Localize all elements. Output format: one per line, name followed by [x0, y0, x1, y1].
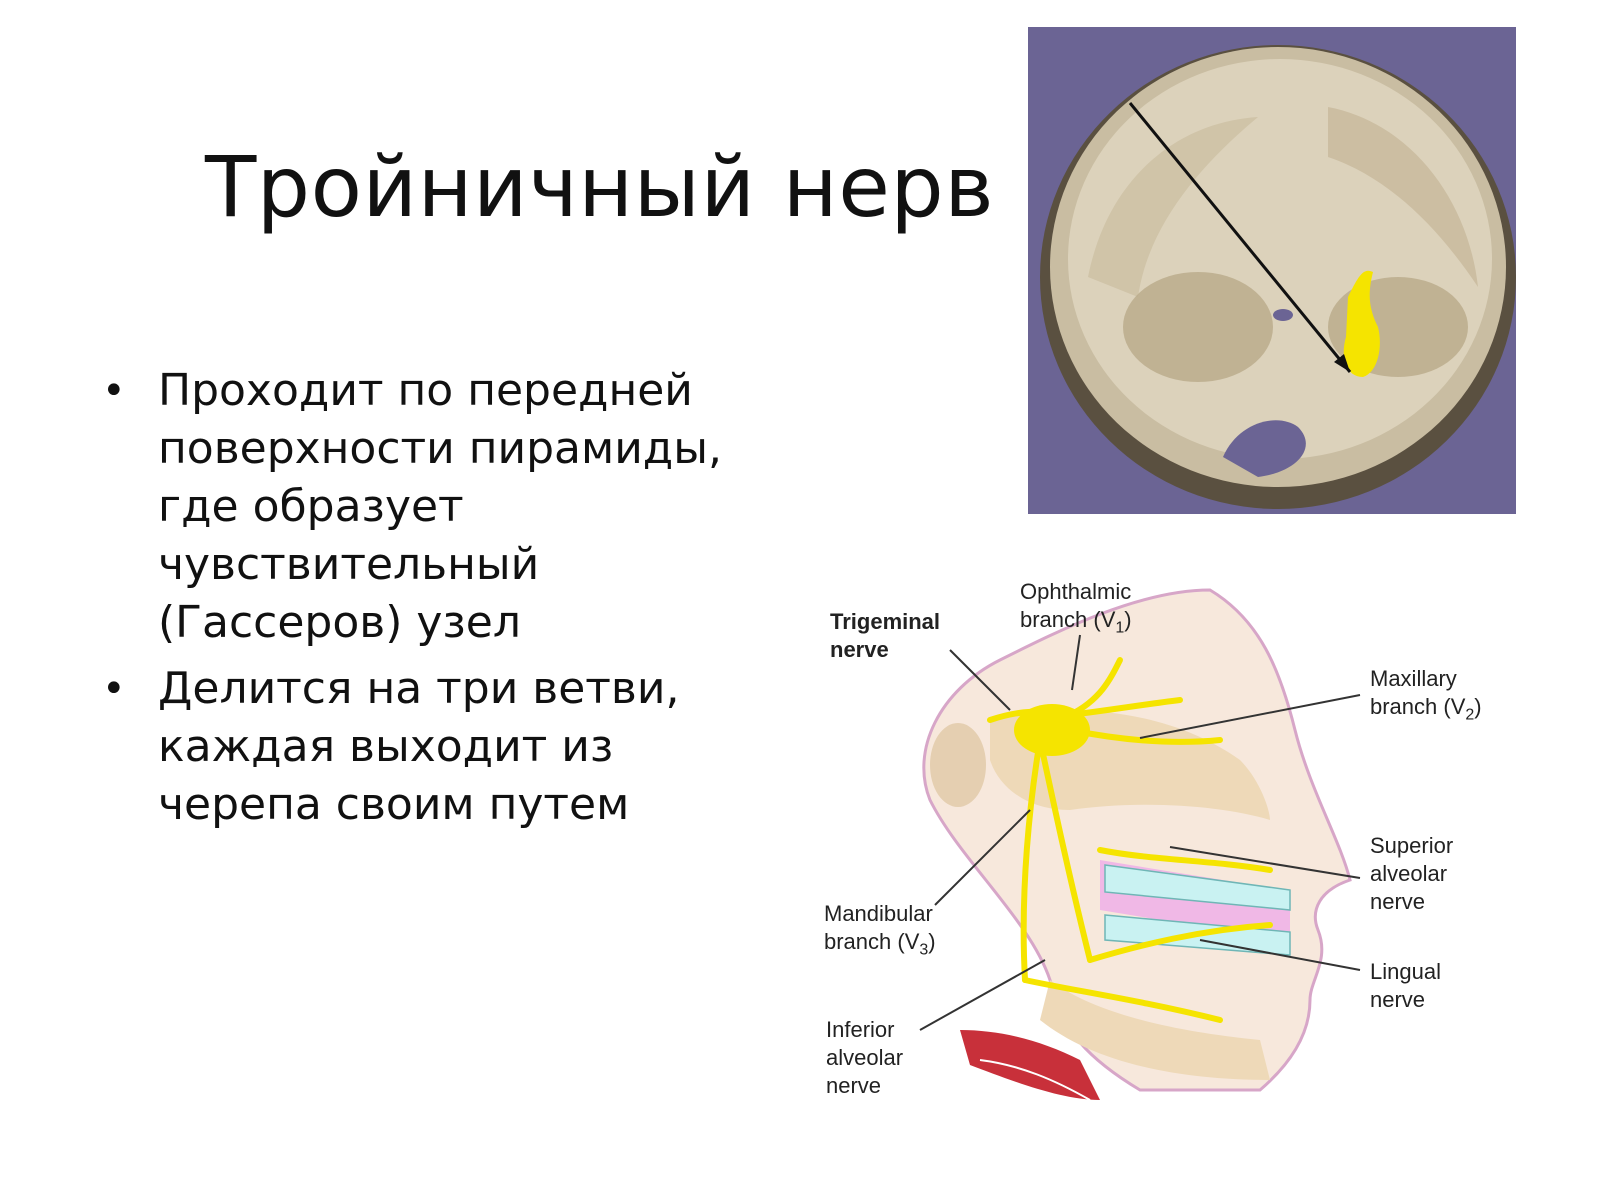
label-maxillary-branch: Maxillary branch (V2)	[1370, 666, 1482, 724]
bullet-dot: •	[102, 666, 126, 712]
trigeminal-ganglion-highlight	[1343, 270, 1380, 377]
label-lingual-nerve: Lingual nerve	[1370, 959, 1441, 1012]
slide-title: Тройничный нерв	[205, 138, 995, 236]
label-ophthalmic-branch: Ophthalmic branch (V1)	[1020, 579, 1132, 637]
bullet-item: • Проходит по передней поверхности пирам…	[96, 362, 796, 652]
label-inferior-alveolar-nerve: Inferior alveolar nerve	[826, 1017, 904, 1098]
bullet-line: где образует	[158, 481, 464, 532]
bullet-line: черепа своим путем	[158, 779, 630, 830]
label-mandibular-branch: Mandibular branch (V3)	[824, 901, 936, 959]
bullet-line: (Гассеров) узел	[158, 597, 521, 648]
skull-base-image	[1028, 27, 1516, 514]
bullet-line: поверхности пирамиды,	[158, 423, 722, 474]
trigeminal-diagram: Trigeminal nerve Ophthalmic branch (V1) …	[824, 560, 1540, 1160]
arrow-head	[1334, 354, 1350, 372]
bullet-item: • Делится на три ветви, каждая выходит и…	[96, 660, 796, 834]
bullet-list: • Проходит по передней поверхности пирам…	[96, 362, 796, 842]
label-superior-alveolar-nerve: Superior alveolar nerve	[1370, 833, 1454, 914]
pointer-arrow	[1128, 102, 1352, 373]
label-trigeminal-nerve: Trigeminal nerve	[830, 609, 941, 662]
bullet-line: Делится на три ветви,	[158, 663, 680, 714]
bullet-line: Проходит по передней	[158, 365, 693, 416]
bullet-dot: •	[102, 368, 126, 414]
bullet-line: чувствительный	[158, 539, 540, 590]
diagram-illustration	[919, 588, 1361, 1101]
bullet-line: каждая выходит из	[158, 721, 614, 772]
